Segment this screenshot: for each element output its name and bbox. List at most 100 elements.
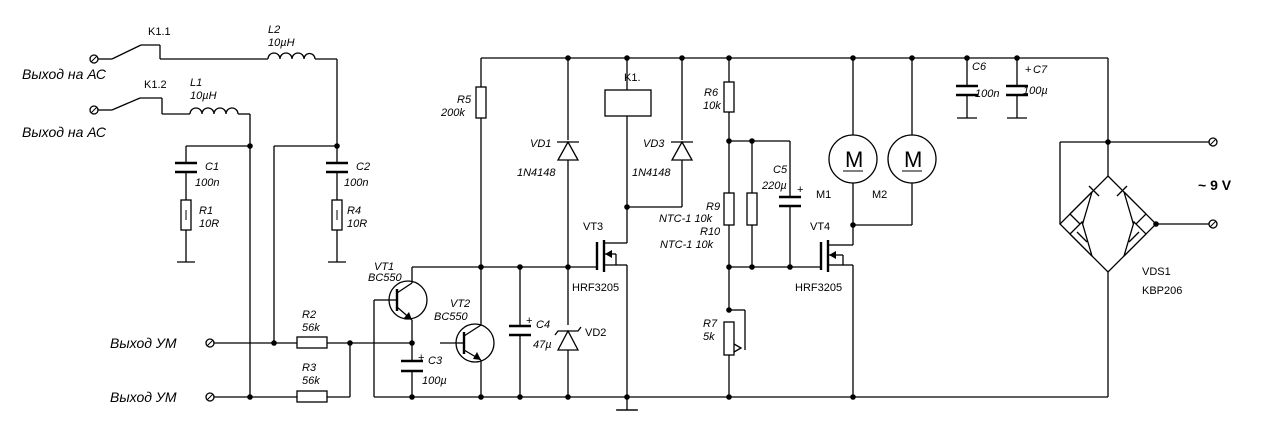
relay-contact-k11-label: K1.1 xyxy=(148,26,171,38)
capacitor-c2-value: 100n xyxy=(344,177,368,189)
resistor-r1-ref: R1 xyxy=(199,205,213,217)
svg-text:+: + xyxy=(418,352,424,364)
bridge-ref: VDS1 xyxy=(1142,266,1171,278)
diode-vd1-ref: VD1 xyxy=(530,138,551,150)
svg-text:+: + xyxy=(526,315,532,327)
wires xyxy=(97,44,1210,411)
resistor-r6-value: 10k xyxy=(703,100,721,112)
diode-vd3-value: 1N4148 xyxy=(632,167,671,179)
mosfet-vt4-value: HRF3205 xyxy=(795,282,842,294)
resistor-r2-ref: R2 xyxy=(302,309,316,321)
resistor-r7-value: 5k xyxy=(703,331,715,343)
resistor-r7-ref: R7 xyxy=(703,318,718,330)
inductor-l1-value: 10µH xyxy=(190,90,217,102)
resistor-r1: R1 10R xyxy=(180,199,219,231)
resistor-r2: R2 56k xyxy=(296,309,328,349)
transistor-vt2-ref: VT2 xyxy=(450,298,470,310)
resistor-r5-value: 200k xyxy=(440,107,465,119)
capacitor-c5-ref: C5 xyxy=(773,164,788,176)
resistor-r10-ref: R10 xyxy=(700,226,721,238)
svg-text:+: + xyxy=(1025,64,1031,76)
resistor-r6-ref: R6 xyxy=(704,87,719,99)
relay-contact-k12-label: K1.2 xyxy=(144,79,167,91)
resistor-r9-ref: R9 xyxy=(706,201,720,213)
capacitor-c7-ref: C7 xyxy=(1033,64,1048,76)
terminal-out-um-2-label: Выход УМ xyxy=(110,389,177,405)
motor-m1-symbol: M xyxy=(845,147,863,172)
terminal-out-ac-1: Выход на АС xyxy=(22,54,107,82)
resistor-r4: R4 10R xyxy=(331,199,367,231)
motor-m1: M M1 xyxy=(816,134,878,201)
resistor-r3-value: 56k xyxy=(302,375,320,387)
resistor-r5-ref: R5 xyxy=(457,94,472,106)
capacitor-c3-value: 100µ xyxy=(422,375,447,387)
capacitor-c3-ref: C3 xyxy=(428,355,443,367)
capacitor-c2-ref: C2 xyxy=(356,161,370,173)
inductor-l1-ref: L1 xyxy=(190,77,202,89)
capacitor-c6: C6 100n xyxy=(956,61,999,100)
resistor-r1-value: 10R xyxy=(199,218,219,230)
svg-text:+: + xyxy=(797,184,803,196)
resistor-r2-value: 56k xyxy=(302,322,320,334)
diode-vd1: VD1 1N4148 xyxy=(517,138,580,179)
bridge-value: KBP206 xyxy=(1142,285,1182,297)
resistor-r3: R3 56k xyxy=(296,362,328,403)
capacitor-c3: + C3 100µ xyxy=(401,352,447,387)
inductor-l1: L1 10µH xyxy=(189,77,239,115)
mosfet-vt4-ref: VT4 xyxy=(810,221,830,233)
relay-coil-k1: K1. xyxy=(604,72,652,117)
resistor-r4-value: 10R xyxy=(347,218,367,230)
terminal-out-ac-2-label: Выход на АС xyxy=(22,124,107,140)
resistor-r10-value: NTC-1 10k xyxy=(660,239,714,251)
mosfet-vt3-ref: VT3 xyxy=(583,221,603,233)
terminal-supply: ~ 9 V xyxy=(1198,137,1232,229)
mosfet-vt4: VT4 HRF3205 xyxy=(795,221,844,294)
capacitor-c1-value: 100n xyxy=(195,177,219,189)
resistor-r4-ref: R4 xyxy=(347,205,361,217)
terminal-out-um-1-label: Выход УМ xyxy=(110,335,177,351)
supply-voltage-label: ~ 9 V xyxy=(1198,177,1232,193)
resistor-r9-value: NTC-1 10k xyxy=(659,213,713,225)
motor-m2-label: M2 xyxy=(872,189,887,201)
resistor-r3-ref: R3 xyxy=(302,362,317,374)
capacitor-c4: + C4 47µ xyxy=(509,315,552,351)
capacitor-c5-value: 220µ xyxy=(761,180,787,192)
resistor-r6: R6 10k xyxy=(703,81,735,113)
relay-coil-label: K1. xyxy=(624,72,641,84)
terminal-out-um-2: Выход УМ xyxy=(110,389,215,405)
capacitor-c1: C1 100n xyxy=(175,161,219,189)
capacitor-c6-value: 100n xyxy=(975,88,999,100)
inductor-l2-value: 10µH xyxy=(268,37,295,49)
capacitor-c7-value: 100µ xyxy=(1023,85,1048,97)
bridge-rectifier-vds1: VDS1 KBP206 xyxy=(1059,175,1182,297)
zener-diode-vd2: VD2 xyxy=(554,326,606,351)
diode-vd3-ref: VD3 xyxy=(643,138,665,150)
inductor-l2: L2 10µH xyxy=(267,24,316,60)
mosfet-vt3: VT3 HRF3205 xyxy=(572,221,619,294)
capacitor-c4-value: 47µ xyxy=(533,339,552,351)
mosfet-vt3-value: HRF3205 xyxy=(572,282,619,294)
transistor-vt1-value: BC550 xyxy=(368,272,403,284)
motor-m2: M M2 xyxy=(872,134,937,201)
inductor-l2-ref: L2 xyxy=(268,24,280,36)
resistor-r10: R10 NTC-1 10k xyxy=(660,192,758,251)
capacitor-c6-ref: C6 xyxy=(972,61,987,73)
transistor-vt1: VT1 BC550 xyxy=(368,261,428,321)
capacitor-c7: + C7 100µ xyxy=(1006,64,1048,97)
motor-m2-symbol: M xyxy=(904,147,922,172)
resistor-r9: R9 NTC-1 10k xyxy=(659,192,735,226)
diode-vd2-ref: VD2 xyxy=(585,327,606,339)
resistor-r5: R5 200k xyxy=(440,86,487,119)
resistor-r7: R7 5k xyxy=(703,318,746,356)
transistor-vt2: VT2 BC550 xyxy=(434,298,495,363)
transistor-vt1-ref: VT1 xyxy=(374,261,394,273)
terminal-out-ac-1-label: Выход на АС xyxy=(22,66,107,82)
transistor-vt2-value: BC550 xyxy=(434,311,469,323)
diode-vd3: VD3 1N4148 xyxy=(632,138,694,179)
capacitor-c1-ref: C1 xyxy=(205,161,219,173)
capacitor-c2: C2 100n xyxy=(326,161,370,189)
relay-contact-k12: K1.2 xyxy=(111,79,167,111)
capacitor-c5: + C5 220µ xyxy=(761,164,803,208)
terminal-out-um-1: Выход УМ xyxy=(110,335,215,351)
